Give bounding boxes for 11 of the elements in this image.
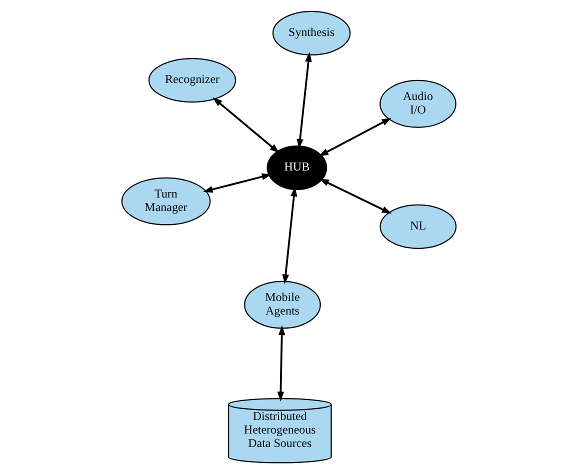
node-ellipse: Mobile Agents	[244, 280, 320, 329]
arrow	[276, 325, 285, 402]
node-ellipse: HUB	[266, 146, 327, 190]
arrow	[296, 52, 312, 149]
arrow	[212, 97, 279, 154]
node-ellipse: Recognizer	[148, 58, 236, 103]
node-ellipse: Turn Manager	[120, 177, 210, 226]
node-ellipse: Synthesis	[272, 10, 350, 56]
arrow	[318, 178, 392, 214]
arrow	[318, 118, 392, 156]
arrow	[202, 173, 272, 193]
